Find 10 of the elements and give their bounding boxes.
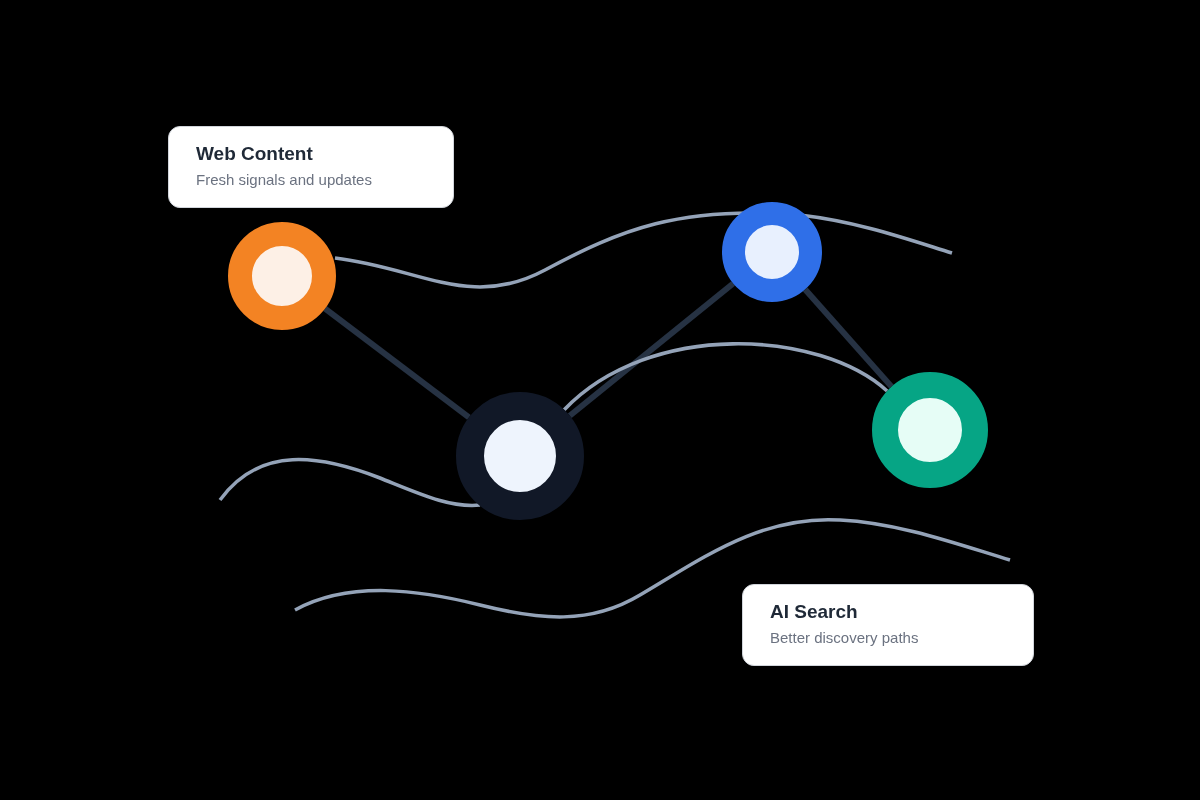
card-subtitle: Fresh signals and updates xyxy=(196,171,373,189)
card-title: AI Search xyxy=(770,601,859,623)
connector-line xyxy=(802,287,894,389)
label-card xyxy=(168,126,454,208)
card-title: Web Content xyxy=(196,143,314,165)
card-subtitle: Better discovery paths xyxy=(770,629,920,647)
connector-line xyxy=(563,342,889,412)
connector-line xyxy=(567,281,736,419)
connector-line xyxy=(323,306,471,420)
label-card xyxy=(742,584,1034,666)
